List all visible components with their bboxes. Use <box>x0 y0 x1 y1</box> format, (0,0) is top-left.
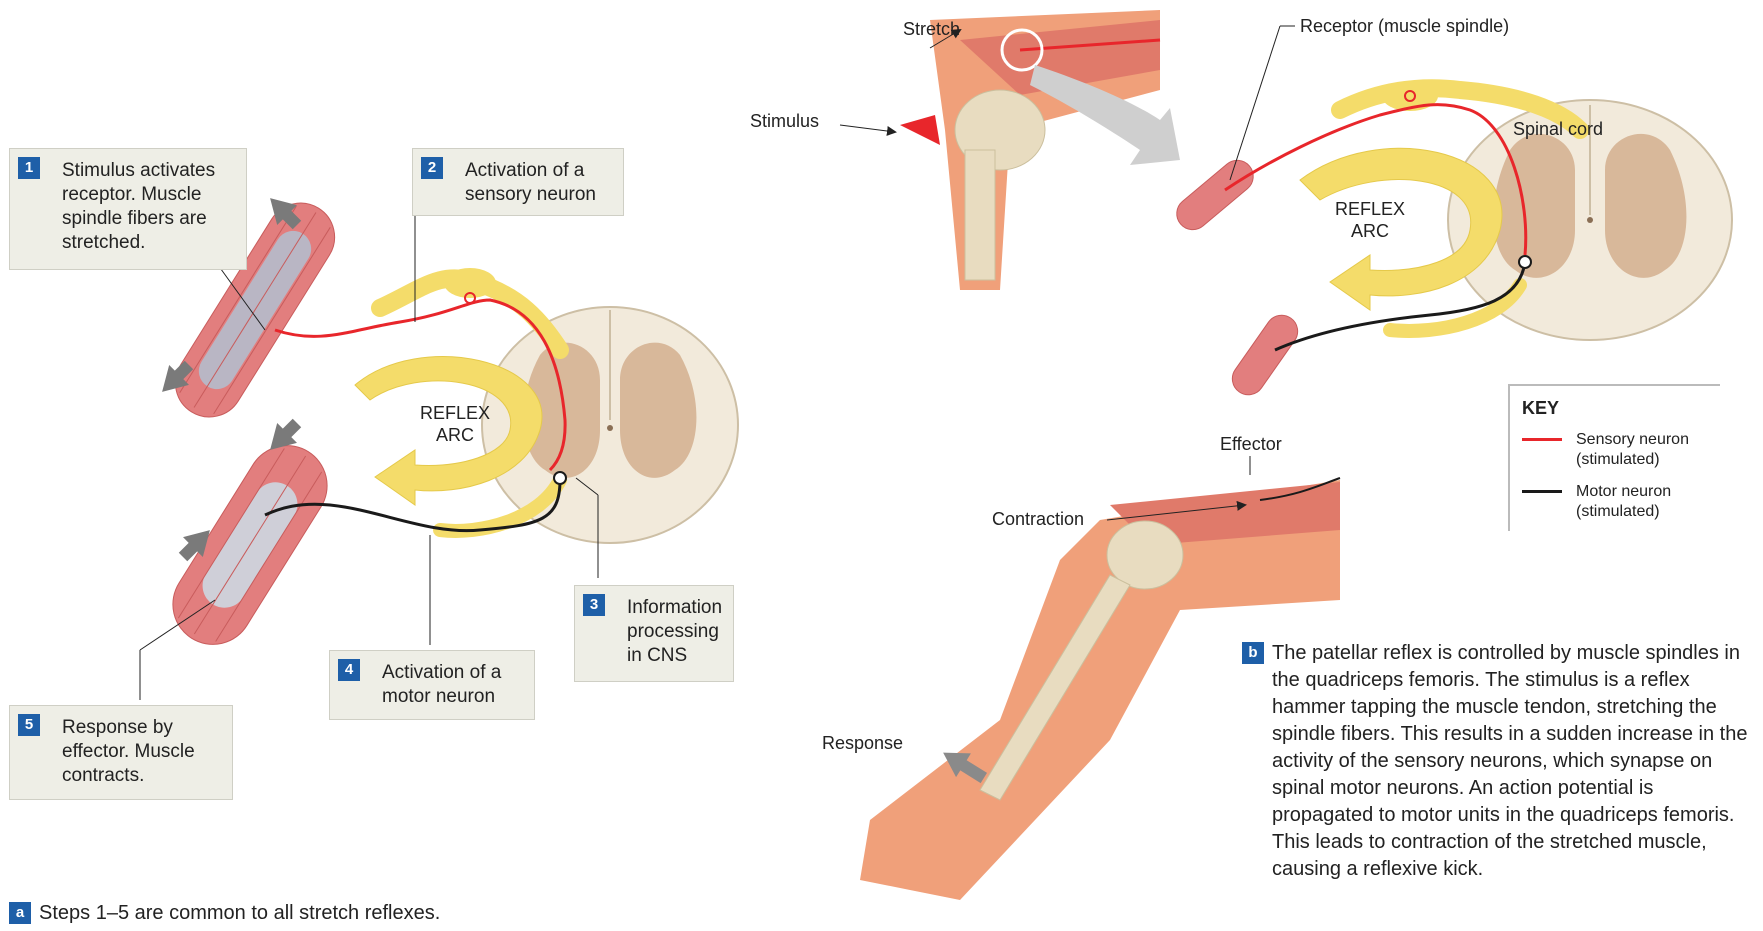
step-3-number: 3 <box>583 594 605 616</box>
step-2-text: Activation of a sensory neuron <box>465 160 596 205</box>
label-effector: Effector <box>1220 433 1282 455</box>
caption-b-text: The patellar reflex is controlled by mus… <box>1272 640 1752 883</box>
step-2-number: 2 <box>421 157 443 179</box>
label-reflex-arc-b: REFLEX ARC <box>1335 198 1405 242</box>
step-1-box: 1 Stimulus activates receptor. Muscle sp… <box>9 148 247 270</box>
caption-b-badge: b <box>1242 642 1264 664</box>
muscle-spindle-b <box>1170 154 1260 236</box>
knee-illustration-stretch <box>900 10 1160 290</box>
step-4-box: 4 Activation of a motor neuron <box>329 650 535 720</box>
step-2-box: 2 Activation of a sensory neuron <box>412 148 624 216</box>
step-3-text: Information processing in CNS <box>627 597 722 666</box>
legend-swatch-sensory <box>1522 438 1562 441</box>
legend-label-motor: Motor neuron (stimulated) <box>1576 482 1716 522</box>
effector-muscle-b <box>1226 309 1304 401</box>
contracting-muscle-illustration <box>158 431 342 660</box>
step-1-number: 1 <box>18 157 40 179</box>
step-5-box: 5 Response by effector. Muscle contracts… <box>9 705 233 800</box>
step-5-number: 5 <box>18 714 40 736</box>
label-stimulus: Stimulus <box>750 110 819 132</box>
label-contraction: Contraction <box>992 508 1084 530</box>
caption-b: b The patellar reflex is controlled by m… <box>1242 640 1752 883</box>
step-1-text: Stimulus activates receptor. Muscle spin… <box>62 160 215 253</box>
caption-a-badge: a <box>9 902 31 924</box>
legend-key: KEY Sensory neuron (stimulated) Motor ne… <box>1508 384 1720 531</box>
dorsal-root-ganglion-b <box>1382 81 1438 111</box>
label-stretch: Stretch <box>903 18 960 40</box>
step-5-text: Response by effector. Muscle contracts. <box>62 717 195 786</box>
legend-title: KEY <box>1522 398 1559 419</box>
legend-label-sensory: Sensory neuron (stimulated) <box>1576 430 1716 470</box>
step-4-text: Activation of a motor neuron <box>382 662 501 707</box>
label-spinal-cord: Spinal cord <box>1513 118 1603 140</box>
caption-a: a Steps 1–5 are common to all stretch ref… <box>9 900 609 927</box>
label-receptor: Receptor (muscle spindle) <box>1300 15 1509 37</box>
caption-a-text: Steps 1–5 are common to all stretch refl… <box>39 902 440 924</box>
label-response: Response <box>822 732 903 754</box>
step-4-number: 4 <box>338 659 360 681</box>
step-3-box: 3 Information processing in CNS <box>574 585 734 682</box>
legend-swatch-motor <box>1522 490 1562 493</box>
reflex-arc-label-a: REFLEX ARC <box>420 402 490 446</box>
